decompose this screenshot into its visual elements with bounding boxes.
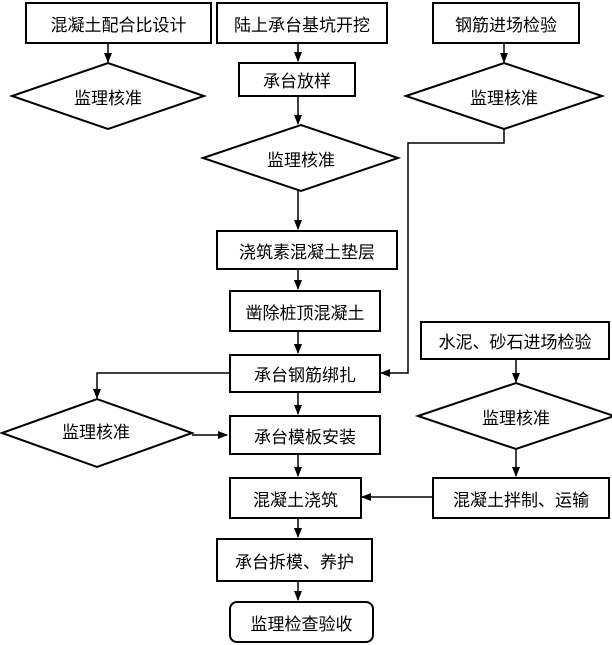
pile-head-chiseling-label: 凿除桩顶混凝土 [245, 303, 365, 324]
review-1-label: 监理核准 [74, 88, 142, 109]
mix-design-box: 混凝土配合比设计 [25, 2, 212, 44]
review-4-label: 监理核准 [62, 422, 130, 443]
form-removal-curing-box: 承台拆模、养护 [216, 538, 373, 582]
arrow-binding-to-review [93, 372, 230, 399]
review-2-label: 监理核准 [470, 88, 538, 109]
concrete-mixing-label: 混凝土拌制、运输 [453, 490, 589, 511]
mix-design-label: 混凝土配合比设计 [50, 15, 187, 36]
review-3-diamond [199, 123, 402, 193]
stakeout-label: 承台放样 [263, 72, 331, 92]
review-3-label: 监理核准 [267, 150, 335, 171]
review-5-diamond [414, 381, 612, 451]
formwork-installation-label: 承台模板安装 [254, 427, 356, 448]
concrete-pouring-box: 混凝土浇筑 [229, 477, 362, 519]
cement-gravel-inspection-label: 水泥、砂石进场检验 [438, 333, 592, 353]
final-inspection-label: 监理检查验收 [250, 614, 353, 635]
plain-concrete-cushion-box: 浇筑素混凝土垫层 [216, 230, 398, 270]
review-1-diamond [8, 61, 208, 131]
plain-concrete-cushion-label: 浇筑素混凝土垫层 [239, 242, 375, 263]
pile-head-chiseling-box: 凿除桩顶混凝土 [229, 290, 381, 332]
concrete-mixing-box: 混凝土拌制、运输 [432, 477, 610, 519]
excavation-label: 陆上承台基坑开挖 [234, 15, 370, 36]
review-2-diamond [402, 61, 606, 131]
cement-gravel-inspection-box: 水泥、砂石进场检验 [420, 321, 610, 360]
rebar-inspection-box: 钢筋进场检验 [432, 2, 580, 44]
concrete-pouring-label: 混凝土浇筑 [253, 490, 338, 511]
formwork-installation-box: 承台模板安装 [229, 415, 381, 455]
excavation-box: 陆上承台基坑开挖 [216, 2, 388, 44]
final-inspection-box: 监理检查验收 [229, 601, 374, 643]
review-5-label: 监理核准 [482, 408, 550, 429]
stakeout-box: 承台放样 [238, 62, 356, 97]
review-4-diamond [0, 397, 195, 469]
arrow-rebar-review-to-binding [380, 129, 505, 377]
rebar-binding-label: 承台钢筋绑扎 [254, 366, 356, 386]
form-removal-curing-label: 承台拆模、养护 [235, 552, 354, 573]
rebar-inspection-label: 钢筋进场检验 [455, 15, 557, 36]
rebar-binding-box: 承台钢筋绑扎 [229, 354, 381, 393]
